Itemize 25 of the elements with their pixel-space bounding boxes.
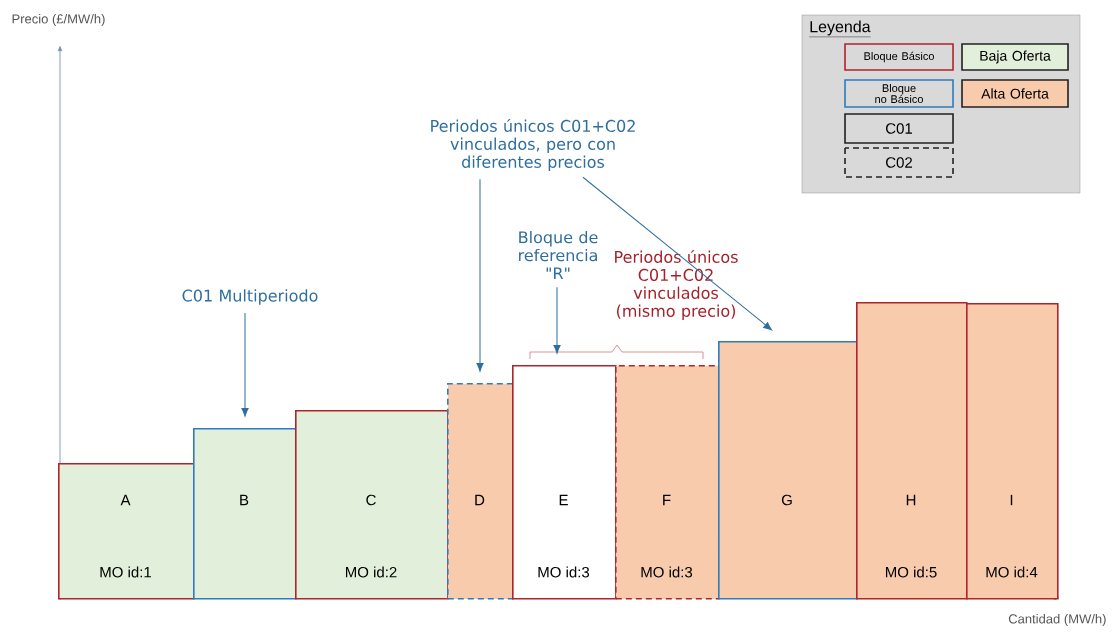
legend-item: Bloque Básico bbox=[844, 43, 954, 71]
bar: H MO id:5 bbox=[856, 302, 968, 600]
bar: B bbox=[193, 428, 297, 600]
legend-item: C01 bbox=[844, 113, 954, 144]
annotation-text: C01 Multiperiodo bbox=[182, 289, 318, 305]
annotation-text: Bloque de referencia "R" bbox=[519, 230, 598, 280]
arrow bbox=[241, 312, 249, 417]
bar: D bbox=[447, 383, 514, 600]
bar: G bbox=[718, 341, 858, 600]
arrow bbox=[476, 178, 484, 372]
arrow bbox=[582, 176, 772, 331]
bar: C MO id:2 bbox=[295, 410, 449, 600]
axis-label: Precio (£/MW/h) bbox=[12, 13, 105, 27]
legend-title: Leyenda bbox=[809, 20, 871, 38]
legend-item: Bloque no Básico bbox=[844, 79, 954, 108]
bar: E MO id:3 bbox=[512, 365, 617, 600]
bar: I MO id:4 bbox=[966, 303, 1059, 600]
legend-item: Alta Oferta bbox=[961, 79, 1069, 108]
arrow bbox=[553, 286, 561, 354]
legend-item: Baja Oferta bbox=[961, 43, 1069, 71]
axis-label: Cantidad (MW/h) bbox=[1008, 613, 1106, 627]
legend-item: C02 bbox=[844, 147, 954, 178]
bar: F MO id:3 bbox=[615, 365, 720, 600]
annotation-text: Periodos únicos C01+C02 vinculados, pero con diferentes precios bbox=[431, 118, 635, 172]
bar: A MO id:1 bbox=[58, 463, 195, 600]
